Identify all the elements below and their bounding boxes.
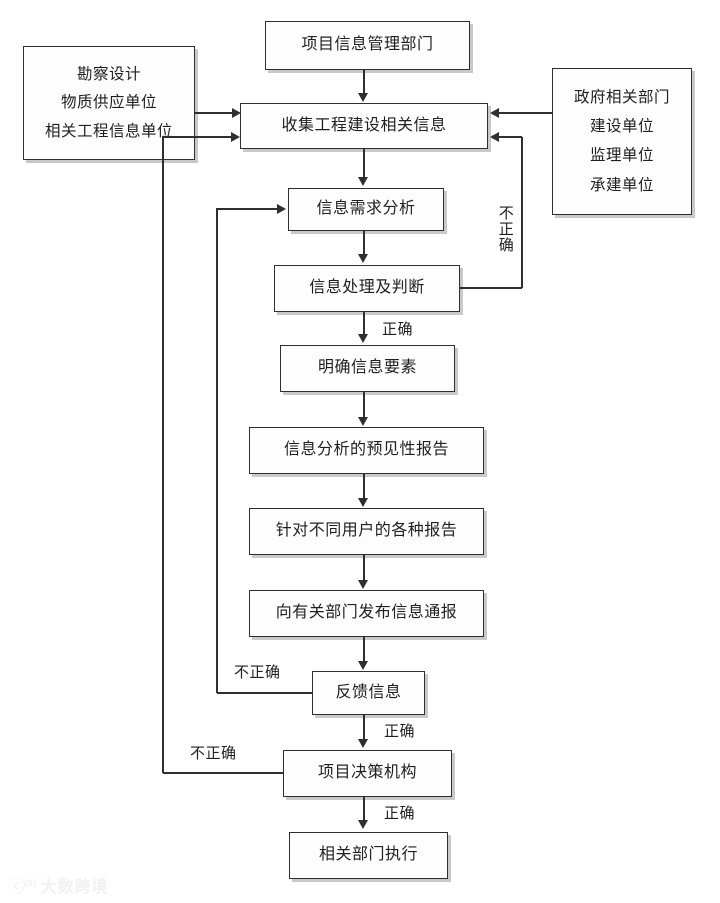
edge-label-correct-decision: 正确 [384,806,416,822]
arrowhead-decision-to-execute [358,820,368,829]
edge-demand-to-judge [363,231,365,255]
arrowhead-collect-to-demand [358,177,368,186]
edge-userreports-to-publish [363,555,365,582]
node-demand-analysis-label: 信息需求分析 [316,200,416,218]
edge-infodept-to-collect [363,70,365,94]
node-clarify-elements-label: 明确信息要素 [317,359,417,377]
node-process-judge[interactable]: 信息处理及判断 [274,265,460,312]
edge-feedback-to-decision [363,715,365,739]
node-collect[interactable]: 收集工程建设相关信息 [240,103,488,149]
edge-feedback-incorrect-h1 [217,692,313,694]
arrowhead-judge-incorrect-to-collect [490,132,499,142]
edge-judge-to-clarify [363,312,365,335]
node-user-reports-label: 针对不同用户的各种报告 [275,522,458,540]
arrowhead-publish-to-feedback [358,661,368,670]
edge-collect-to-demand [363,149,365,178]
node-process-judge-label: 信息处理及判断 [309,279,425,297]
edge-label-correct-feedback: 正确 [384,724,416,740]
node-predictive-report-label: 信息分析的预见性报告 [283,441,449,459]
edge-sourcesright-to-collect [499,112,553,114]
node-user-reports[interactable]: 针对不同用户的各种报告 [249,508,484,555]
node-sources-left-line-1: 勘察设计 [76,65,141,83]
arrowhead-sourcesleft-to-collect [232,108,241,118]
watermark: ⓒ⁰⁰ 大数跨境 [8,872,109,897]
edge-label-incorrect-feedback: 不正确 [234,665,281,681]
edge-sourcesleft-to-collect [195,112,235,114]
arrowhead-userreports-to-publish [358,580,368,589]
edge-feedback-incorrect-v [216,209,218,693]
edge-predictive-to-userreports [363,474,365,501]
node-sources-left-line-2: 物质供应单位 [60,94,157,112]
edge-judge-incorrect-h1 [460,287,522,289]
edge-label-correct-judge: 正确 [382,322,414,338]
arrowhead-clarify-to-predictive [358,417,368,426]
node-feedback[interactable]: 反馈信息 [312,671,425,715]
arrowhead-feedback-to-decision [358,739,368,748]
node-sources-right[interactable]: 政府相关部门 建设单位 监理单位 承建单位 [552,68,692,215]
node-decision-body-label: 项目决策机构 [317,764,417,782]
node-sources-left[interactable]: 勘察设计 物质供应单位 相关工程信息单位 [23,46,195,160]
node-execute[interactable]: 相关部门执行 [289,832,448,879]
edge-decision-to-execute [363,797,365,821]
watermark-logo-icon: ⓒ⁰⁰ [8,877,37,897]
edge-judge-incorrect-v [521,137,523,288]
node-execute-label: 相关部门执行 [318,846,418,864]
node-info-dept[interactable]: 项目信息管理部门 [265,21,470,70]
edge-label-incorrect-decision: 不正确 [190,746,237,762]
arrowhead-sourcesright-to-collect [490,108,499,118]
node-info-dept-label: 项目信息管理部门 [301,36,434,54]
edge-clarify-to-predictive [363,392,365,420]
arrowhead-predictive-to-userreports [358,498,368,507]
arrowhead-feedback-incorrect-to-demand [277,204,286,214]
node-sources-right-line-1: 政府相关部门 [573,88,670,106]
edge-decision-incorrect-h2 [162,136,232,138]
node-sources-right-line-2: 建设单位 [589,117,654,135]
node-sources-left-line-3: 相关工程信息单位 [44,122,173,140]
node-sources-right-line-3: 监理单位 [589,147,654,165]
node-clarify-elements[interactable]: 明确信息要素 [280,345,455,392]
watermark-text: 大数跨境 [40,878,109,896]
node-sources-right-line-4: 承建单位 [589,176,654,194]
arrowhead-infodept-to-collect [358,93,368,102]
edge-decision-incorrect-v [162,136,164,773]
arrowhead-judge-to-clarify [358,334,368,343]
node-feedback-label: 反馈信息 [335,683,402,701]
node-publish-bulletin-label: 向有关部门发布信息通报 [275,604,458,622]
arrowhead-decision-incorrect-to-collect [231,132,240,142]
node-collect-label: 收集工程建设相关信息 [281,116,447,134]
arrowhead-demand-to-judge [358,254,368,263]
edge-label-incorrect-judge: 不正确 [496,205,513,253]
node-demand-analysis[interactable]: 信息需求分析 [288,188,444,231]
edge-publish-to-feedback [363,637,365,663]
edge-feedback-incorrect-h2 [216,208,278,210]
node-publish-bulletin[interactable]: 向有关部门发布信息通报 [249,590,484,637]
edge-decision-incorrect-h1 [163,772,284,774]
node-decision-body[interactable]: 项目决策机构 [283,750,452,797]
node-predictive-report[interactable]: 信息分析的预见性报告 [249,427,484,474]
edge-judge-incorrect-h2 [499,136,522,138]
